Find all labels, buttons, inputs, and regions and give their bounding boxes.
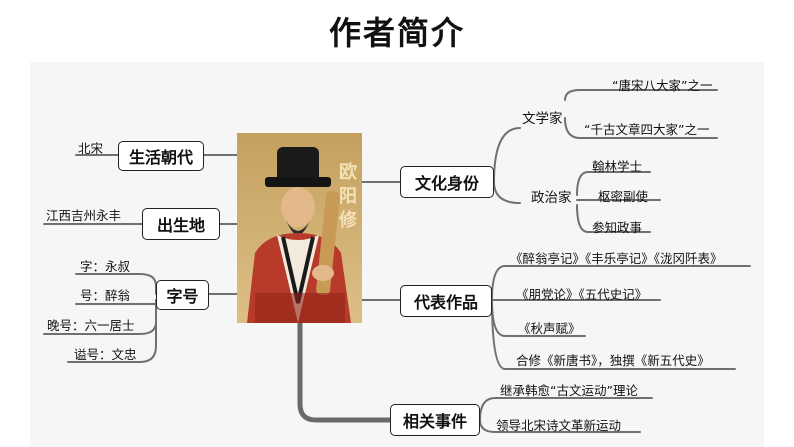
leaf-works-4: 合修《新唐书》，独撰《新五代史》 [516, 353, 710, 368]
connector-events [297, 319, 393, 423]
connector-identity-political [493, 181, 521, 204]
node-political: 政治家 [531, 190, 572, 206]
connector-political-leaf-1 [576, 171, 651, 196]
portrait-name: 欧 阳 修 [337, 161, 359, 233]
node-era: 生活朝代 [118, 141, 204, 171]
portrait-name-char-2: 阳 [339, 186, 357, 207]
connector-literary-leaf-1 [564, 89, 718, 101]
connector-identity-literary [493, 127, 521, 183]
leaf-events-1: 继承韩愈“古文运动”理论 [500, 383, 638, 398]
node-identity: 文化身份 [400, 166, 494, 198]
leaf-works-1: 《醉翁亭记》《丰乐亭记》《泷冈阡表》 [510, 251, 723, 266]
mindmap-panel [30, 62, 764, 447]
connector-events-leaf-2 [479, 419, 641, 433]
leaf-courtesy-name: 字：永叔 [80, 259, 131, 274]
leaf-late-pseudonym: 晚号：六一居士 [47, 318, 135, 333]
connector-works-leaf-4 [491, 299, 736, 370]
leaf-identity-1: “唐宋八大家”之一 [612, 78, 713, 93]
portrait: 欧 阳 修 [237, 133, 362, 323]
leaf-identity-5: 参知政事 [592, 220, 643, 235]
connector-literary-leaf-2 [564, 117, 718, 139]
portrait-name-char-3: 修 [339, 210, 357, 231]
node-literary: 文学家 [522, 111, 563, 127]
leaf-works-3: 《秋声赋》 [518, 321, 581, 336]
connector-events-leaf-1 [479, 397, 653, 421]
connector-names-leaf-4 [67, 299, 157, 363]
leaf-birthplace: 江西吉州永丰 [46, 208, 122, 223]
leaf-era: 北宋 [78, 141, 104, 156]
leaf-identity-4: 枢密副使 [598, 189, 649, 204]
portrait-image [237, 133, 362, 323]
connector-political-leaf-3 [576, 204, 651, 233]
node-works: 代表作品 [400, 285, 492, 317]
node-names: 字号 [156, 280, 209, 310]
portrait-name-char-1: 欧 [339, 162, 357, 183]
node-events: 相关事件 [390, 404, 480, 436]
leaf-pseudonym: 号：醉翁 [80, 288, 131, 303]
leaf-events-2: 领导北宋诗文革新运动 [496, 418, 622, 433]
page-title: 作者简介 [328, 14, 465, 52]
leaf-works-2: 《朋党论》《五代史记》 [516, 287, 648, 302]
node-birthplace: 出生地 [142, 208, 220, 240]
leaf-posthumous-name: 谥号：文忠 [74, 347, 137, 362]
connector-names-leaf-1 [75, 273, 157, 295]
leaf-identity-2: “千古文章四大家”之一 [584, 122, 710, 137]
leaf-identity-3: 翰林学士 [592, 159, 643, 174]
connector-works-leaf-1 [491, 265, 751, 301]
